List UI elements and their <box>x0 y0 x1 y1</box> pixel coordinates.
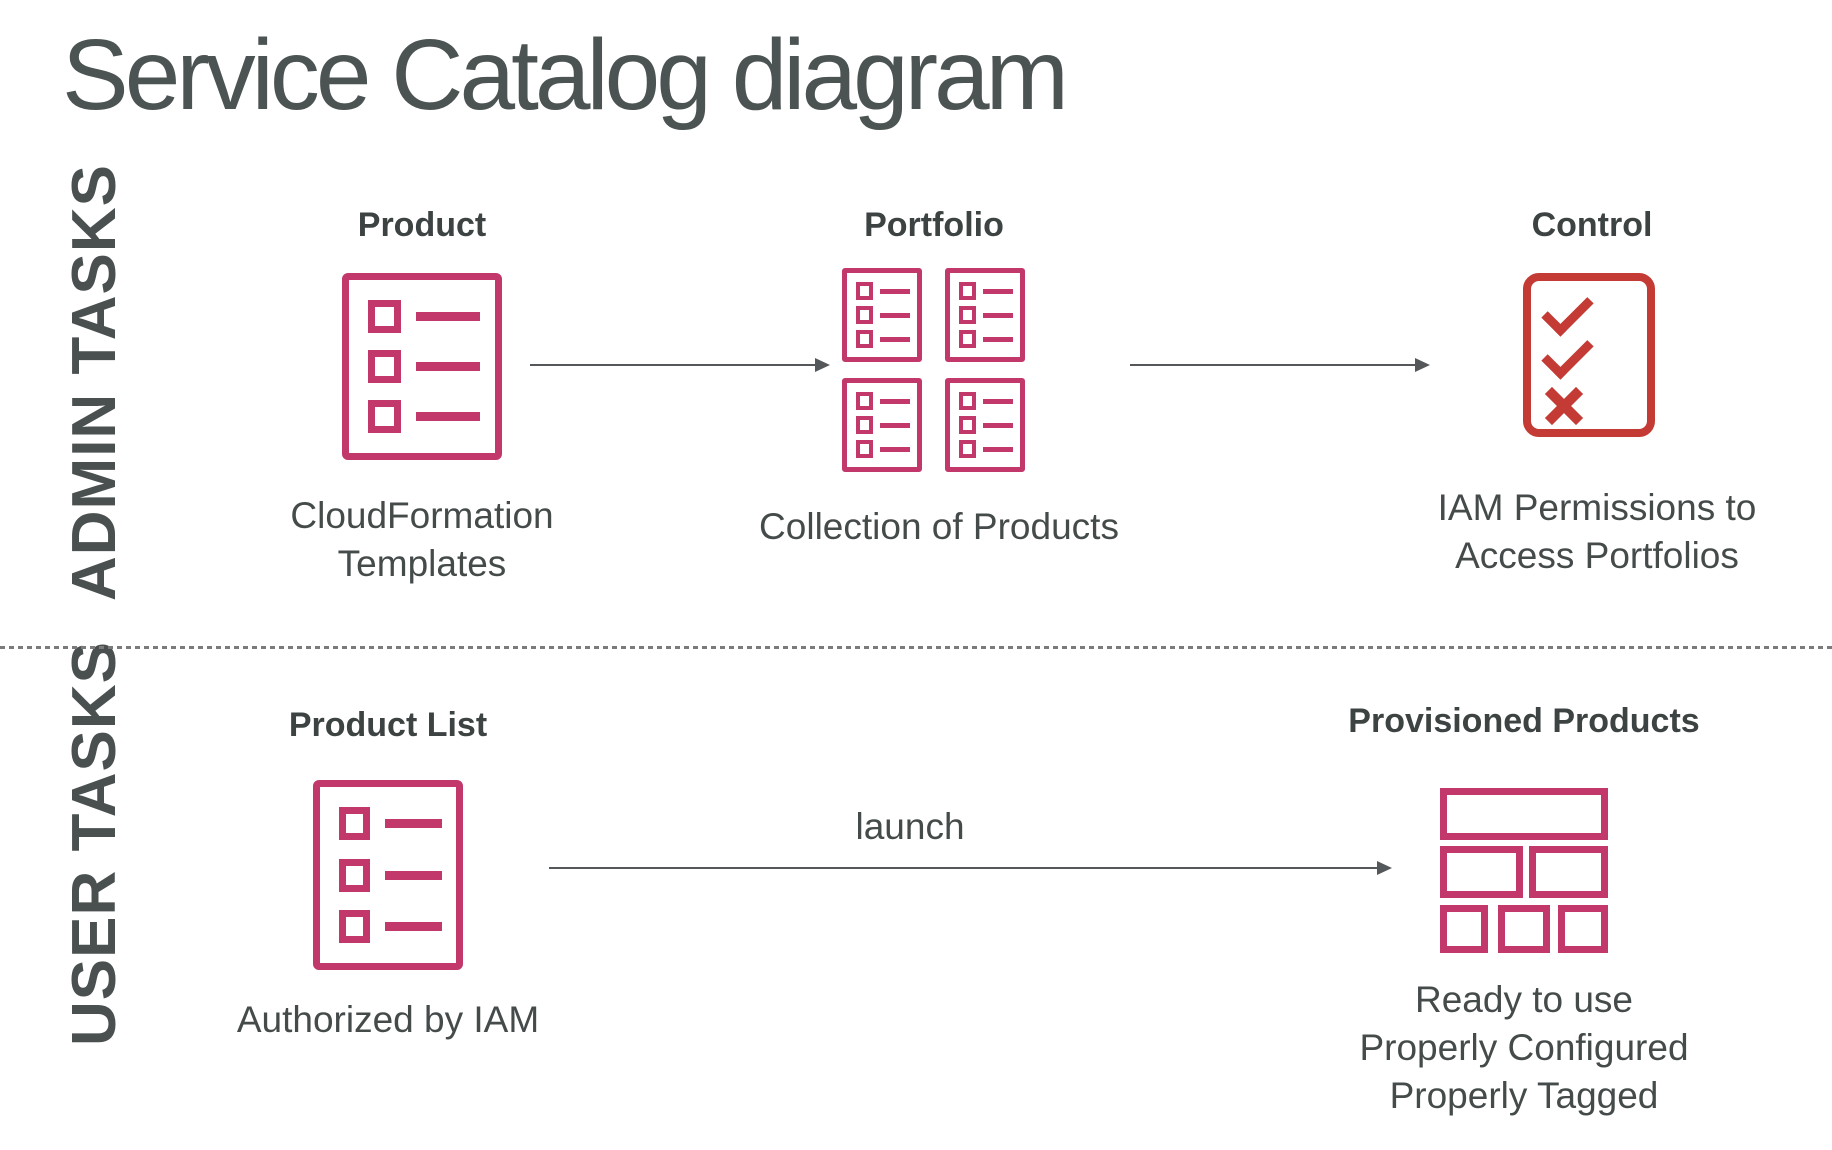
text-line <box>384 870 442 880</box>
portfolio-caption: Collection of Products <box>754 503 1124 551</box>
product-caption: CloudFormation Templates <box>242 492 602 588</box>
user-tasks-row-label: USER TASKS <box>60 640 129 1046</box>
portfolio-document-icon <box>945 268 1025 362</box>
list-row <box>339 807 442 840</box>
product-list-caption-line1: Authorized by IAM <box>236 999 540 1040</box>
checkbox-square <box>959 440 977 458</box>
checkbox-square <box>856 330 874 348</box>
launch-label: launch <box>855 806 965 847</box>
checkbox-square <box>856 440 874 458</box>
checkbox-square <box>959 416 977 434</box>
brick <box>1440 905 1488 953</box>
list-row <box>368 300 481 333</box>
checkbox-square <box>856 282 874 300</box>
product-caption-line2: Templates <box>337 543 507 584</box>
text-line <box>983 446 1013 452</box>
checkbox-square <box>959 282 977 300</box>
list-row <box>339 910 442 943</box>
product-caption-line1: CloudFormation <box>290 495 554 536</box>
text-line <box>880 336 910 342</box>
product-document-icon <box>342 273 502 460</box>
provisioned-caption-line1: Ready to use <box>1414 979 1634 1020</box>
checkbox-square <box>959 392 977 410</box>
portfolio-icons-group <box>842 268 1048 472</box>
portfolio-document-icon <box>842 268 922 362</box>
product-list-caption: Authorized by IAM <box>208 996 568 1044</box>
checkbox-square <box>856 416 874 434</box>
text-line <box>416 412 480 421</box>
product-title: Product <box>357 206 487 244</box>
arrow-launch <box>549 861 1392 875</box>
checkbox-square <box>368 350 401 383</box>
checkbox-square <box>339 858 370 892</box>
provisioned-products-bricks-icon <box>1440 788 1608 953</box>
brick <box>1440 846 1523 898</box>
checkbox-square <box>959 306 977 324</box>
checkmark-icon <box>1541 284 1594 337</box>
text-line <box>880 398 910 404</box>
text-line <box>880 312 910 318</box>
control-title: Control <box>1531 206 1653 244</box>
text-line <box>880 446 910 452</box>
checkbox-square <box>368 400 401 433</box>
portfolio-document-icon <box>842 378 922 472</box>
x-mark-icon <box>1542 384 1586 428</box>
control-caption-line2: Access Portfolios <box>1455 535 1739 576</box>
portfolio-title: Portfolio <box>864 206 1004 244</box>
text-line <box>880 422 910 428</box>
checkbox-square <box>339 910 370 943</box>
brick <box>1498 905 1550 953</box>
product-list-document-icon <box>313 780 463 970</box>
checkbox-square <box>368 300 401 333</box>
text-line <box>983 398 1013 404</box>
admin-tasks-row-label: ADMIN TASKS <box>60 164 129 601</box>
provisioned-caption-line3: Properly Tagged <box>1389 1075 1659 1116</box>
text-line <box>384 922 442 931</box>
text-line <box>416 362 480 371</box>
arrow-portfolio-to-control <box>1130 358 1430 372</box>
provisioned-caption-line2: Properly Configured <box>1359 1027 1689 1068</box>
page-title: Service Catalog diagram <box>62 19 1069 131</box>
arrow-product-to-portfolio <box>530 358 830 372</box>
checkmark-icon <box>1541 327 1594 380</box>
text-line <box>384 819 442 828</box>
brick <box>1529 846 1608 898</box>
text-line <box>983 422 1013 428</box>
row-divider-dashed-line <box>0 646 1832 649</box>
list-row <box>339 858 442 892</box>
portfolio-document-icon <box>945 378 1025 472</box>
text-line <box>983 312 1013 318</box>
text-line <box>983 336 1013 342</box>
text-line <box>880 288 910 294</box>
list-row <box>368 350 481 383</box>
portfolio-caption-line1: Collection of Products <box>759 506 1119 547</box>
product-list-title: Product List <box>288 706 488 744</box>
text-line <box>416 312 480 321</box>
checkbox-square <box>959 330 977 348</box>
list-row <box>368 400 481 433</box>
control-checklist-icon <box>1523 273 1655 437</box>
text-line <box>983 288 1013 294</box>
checkbox-square <box>856 306 874 324</box>
provisioned-products-title: Provisioned Products <box>1348 702 1700 740</box>
checkbox-square <box>856 392 874 410</box>
brick <box>1558 905 1608 953</box>
checkbox-square <box>339 807 370 840</box>
provisioned-products-caption: Ready to use Properly Configured Properl… <box>1324 976 1724 1120</box>
brick <box>1440 788 1608 840</box>
control-caption-line1: IAM Permissions to <box>1437 487 1757 528</box>
control-caption: IAM Permissions to Access Portfolios <box>1402 484 1792 580</box>
